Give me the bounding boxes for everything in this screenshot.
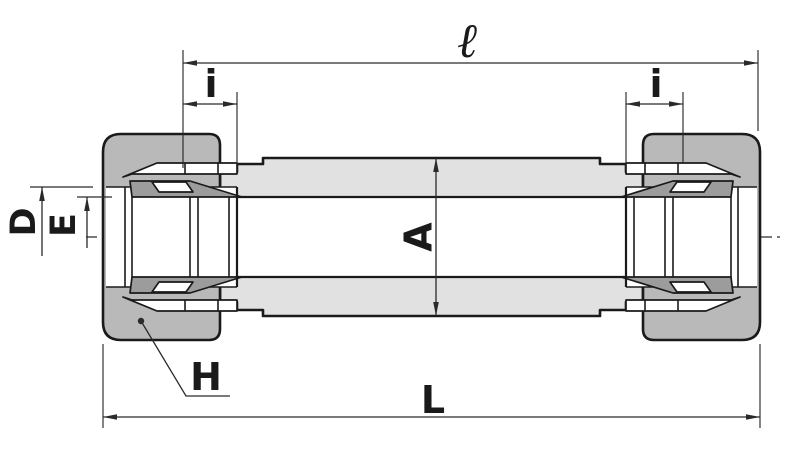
leader-nut-hex bbox=[137, 317, 230, 397]
thread-band-bottom bbox=[122, 296, 238, 312]
dim-insertion-right bbox=[625, 92, 684, 172]
label-bore: E bbox=[44, 213, 84, 237]
label-insertion-right: i bbox=[649, 62, 662, 106]
dim-inner-length bbox=[182, 50, 759, 168]
label-nut-hex: H bbox=[190, 355, 222, 399]
label-inner-length: ℓ bbox=[457, 13, 477, 69]
left-internal-details bbox=[106, 162, 243, 312]
label-body-diameter: A bbox=[397, 222, 441, 252]
dim-bore bbox=[77, 196, 112, 248]
dim-body-diameter bbox=[433, 158, 439, 316]
front-ferrule-bottom bbox=[151, 281, 194, 293]
dim-overall-length bbox=[102, 344, 761, 428]
front-ferrule-top bbox=[151, 181, 194, 193]
dim-tube-hole bbox=[30, 186, 93, 256]
front-ferrule-bottom bbox=[669, 281, 712, 293]
through-bore bbox=[237, 197, 626, 277]
dim-insertion-left bbox=[183, 92, 238, 172]
tube-cavity bbox=[106, 187, 237, 287]
thread-band-bottom bbox=[625, 296, 741, 312]
label-insertion-left: i bbox=[204, 62, 217, 106]
label-overall-length: L bbox=[421, 378, 445, 422]
right-internal-details bbox=[620, 162, 757, 312]
tube-cavity bbox=[626, 187, 757, 287]
label-tube-hole: D bbox=[4, 207, 44, 236]
front-ferrule-top bbox=[669, 181, 712, 193]
